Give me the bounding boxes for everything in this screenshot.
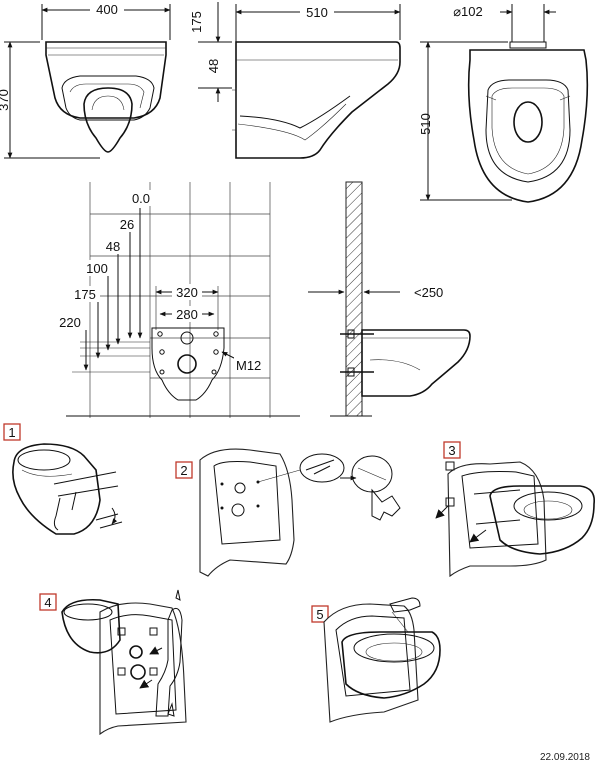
front-width-label: 400: [96, 2, 118, 17]
step-1-number: 1: [8, 425, 15, 440]
side-width-label: 510: [306, 5, 328, 20]
dim-220: 220: [59, 315, 81, 330]
step-2-number: 2: [180, 463, 187, 478]
footer-date: 22.09.2018: [539, 752, 590, 763]
mounting-diagram: 0.0 26 48 100 175 220 320 280 M12: [55, 182, 300, 418]
span-280-label: 280: [176, 307, 198, 322]
step-5-box: [311, 605, 329, 623]
step-1-box: [3, 423, 21, 441]
step-3-box: [443, 441, 461, 459]
span-320-label: 320: [176, 285, 198, 300]
step-4-box: [39, 593, 57, 611]
side-height-label-1: 175: [189, 11, 204, 33]
step-5-illustration: 5: [311, 597, 441, 723]
dim-48: 48: [106, 239, 120, 254]
step-5-number: 5: [316, 607, 323, 622]
step-3-number: 3: [448, 443, 455, 458]
wall-depth-label: <250: [414, 285, 443, 300]
step-3-illustration: 3: [435, 441, 596, 578]
side-view: 510 175 48: [189, 2, 401, 159]
top-view: ⌀102 510: [418, 4, 589, 203]
step-4-illustration: 4: [39, 589, 187, 736]
step-2-box: [175, 461, 193, 479]
step-2-illustration: 2: [175, 448, 401, 577]
dim-100: 100: [86, 261, 108, 276]
step-1-illustration: 1: [3, 423, 123, 535]
dim-0-0: 0.0: [132, 191, 150, 206]
wall-section: <250: [308, 181, 471, 417]
top-diameter-label: ⌀102: [453, 4, 483, 19]
top-depth-label: 510: [418, 113, 433, 135]
front-height-label: 370: [0, 89, 11, 111]
step-4-number: 4: [44, 595, 51, 610]
bolt-label: M12: [236, 358, 261, 373]
dim-175: 175: [74, 287, 96, 302]
front-view: 400 370: [0, 0, 171, 159]
dim-26: 26: [120, 217, 134, 232]
side-height-label-2: 48: [206, 59, 221, 73]
